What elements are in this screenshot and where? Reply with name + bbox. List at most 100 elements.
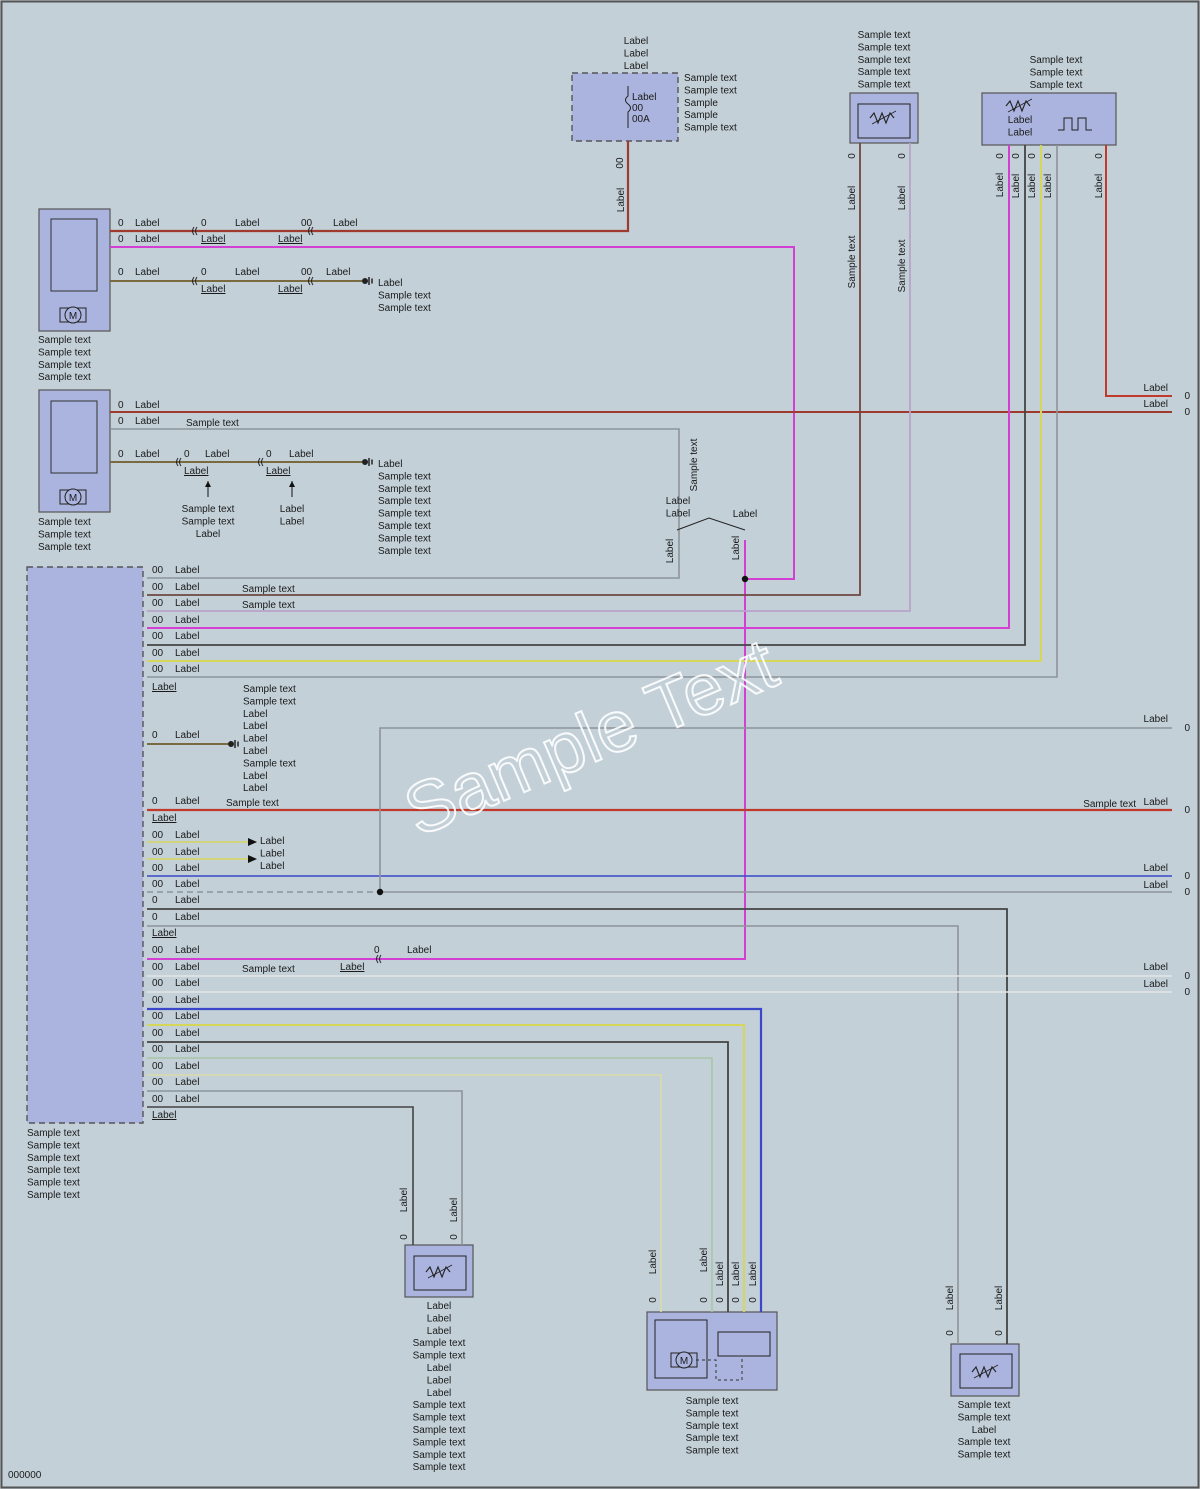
- dme-pin-color: Label: [175, 582, 199, 593]
- dme-connector-id: Label: [152, 1110, 176, 1121]
- coolant-sensor-title: Sample text: [413, 1450, 466, 1461]
- thermistor-arrow-icon: [1007, 98, 1033, 113]
- ground-z6000-label: Sample text: [378, 496, 431, 507]
- ground-z6000-icon: [362, 458, 373, 466]
- dme-pin-number: 00: [152, 863, 164, 874]
- ground-z6000-lower-label: Sample text: [243, 758, 296, 769]
- thermistor-arrow-icon: [427, 1264, 453, 1279]
- dme-pin-color: Label: [175, 615, 199, 626]
- ground-z6000-lower-label: Sample text: [243, 684, 296, 695]
- radiator-sensor-title: Sample text: [958, 1400, 1011, 1411]
- dme-pin-color: Label: [175, 945, 199, 956]
- fuse-icon: [625, 86, 631, 128]
- right-edge-label: Label: [1144, 863, 1168, 874]
- wire-color-label: Label: [699, 1248, 710, 1272]
- connector-id: Label: [340, 962, 364, 973]
- pin-number: 0: [1043, 153, 1054, 159]
- connector-id: Label: [184, 466, 208, 477]
- coolant-pump-1-title: Sample text: [38, 542, 91, 553]
- right-edge-label: Label: [1144, 962, 1168, 973]
- fuse-box-title: Label: [624, 36, 648, 47]
- coolant-sensor-title: Sample text: [413, 1338, 466, 1349]
- wire-color-label: Label: [135, 234, 159, 245]
- pin-number: 0: [897, 153, 908, 159]
- wire-color-label: Label: [449, 1198, 460, 1222]
- dme-pin-color: Label: [175, 565, 199, 576]
- pin-number: 0: [731, 1297, 742, 1303]
- wire-wht-yel-hm: [147, 1074, 662, 1312]
- ground-z6000-lower-label: Label: [243, 721, 267, 732]
- dme-pin-color: Label: [175, 1044, 199, 1055]
- wire-color-alt: Sample text: [186, 418, 239, 429]
- right-edge-label: Label: [1144, 797, 1168, 808]
- dme-pin-number: 00: [152, 945, 164, 956]
- dme-pin-alt: Sample text: [242, 600, 295, 611]
- wire-color-label: Label: [333, 218, 357, 229]
- coolant-pump-2-title: Sample text: [38, 335, 91, 346]
- heater-icon: [1058, 117, 1092, 131]
- position-sensor-icon: [1005, 99, 1031, 113]
- wire-vio-map: [147, 145, 1010, 629]
- except-hybrid-label: Label: [666, 508, 690, 519]
- thermistor-icon: [425, 1265, 451, 1279]
- wire-color-label: Label: [731, 1262, 742, 1286]
- pin-number: 0: [994, 1330, 1005, 1336]
- pin-number: 0: [374, 945, 380, 956]
- dme-pin-number: 00: [152, 565, 164, 576]
- fuse-box-description: Sample: [684, 110, 718, 121]
- wire-color-label: Label: [897, 186, 908, 210]
- dme-pin-number: 00: [152, 830, 164, 841]
- dme-pin-number: 00: [152, 1094, 164, 1105]
- wire-blk-map: [147, 145, 1026, 646]
- coolant-pump-2-title: Sample text: [38, 360, 91, 371]
- wire-color-alt: Sample text: [847, 235, 858, 288]
- dme-title: Sample text: [27, 1153, 80, 1164]
- coolant-temperature-sensor: [404, 1244, 474, 1298]
- wire-color-label: Label: [648, 1250, 659, 1274]
- wire-color-label: Label: [135, 218, 159, 229]
- dme-pin-color: Label: [175, 598, 199, 609]
- variant-2-0-label: Sample text: [182, 504, 235, 515]
- fuse-box-title: Label: [624, 48, 648, 59]
- variant-4-4-label: Label: [280, 504, 304, 515]
- right-edge-number: 0: [1184, 391, 1190, 402]
- ground-z6000-lower-label: Label: [243, 771, 267, 782]
- pin-number: 0: [118, 267, 124, 278]
- position-sensor-label: Label: [1008, 115, 1032, 126]
- thermistor-arrow-icon: [973, 1364, 999, 1379]
- dme-title: Sample text: [27, 1178, 80, 1189]
- coolant-pump-2-title: Sample text: [38, 372, 91, 383]
- connector-icon: [192, 226, 198, 236]
- dme-pin-number: 00: [152, 1061, 164, 1072]
- coolant-pump-1-title: Sample text: [38, 529, 91, 540]
- fuse-box-description: Sample text: [684, 123, 737, 134]
- right-edge-number: 0: [1184, 971, 1190, 982]
- wire-color-label: Label: [235, 218, 259, 229]
- internal-link: [696, 1356, 743, 1381]
- right-edge-label: Label: [1144, 714, 1168, 725]
- pin-number: 0: [847, 153, 858, 159]
- pump-2-motor-icon: M: [59, 306, 87, 324]
- pin-number: 00: [301, 218, 313, 229]
- data-lines-label: Label: [260, 861, 284, 872]
- wire-gry-blk: [379, 727, 1172, 892]
- fuse-label: Label: [632, 92, 656, 103]
- ground-z10-label: Sample text: [378, 290, 431, 301]
- dme-title: Sample text: [27, 1165, 80, 1176]
- coolant-sensor-title: Sample text: [413, 1400, 466, 1411]
- wire-color-label: Label: [616, 188, 627, 212]
- dme-pin-color: Label: [175, 648, 199, 659]
- ground-z6000-label: Sample text: [378, 509, 431, 520]
- connector-id: Label: [266, 466, 290, 477]
- dme-pin-color: Label: [175, 879, 199, 890]
- dme-pin-alt: Sample text: [242, 584, 295, 595]
- wire-yel-hm: [147, 1024, 745, 1312]
- wire-color-label: Label: [715, 1262, 726, 1286]
- connector-icon: [258, 457, 264, 467]
- wire-color-label: Label: [994, 1286, 1005, 1310]
- wire-color-label: Label: [1011, 174, 1022, 198]
- motor-symbol: M: [69, 311, 77, 322]
- wire-wht-map: [147, 145, 1058, 678]
- dme-connector-id: Label: [152, 813, 176, 824]
